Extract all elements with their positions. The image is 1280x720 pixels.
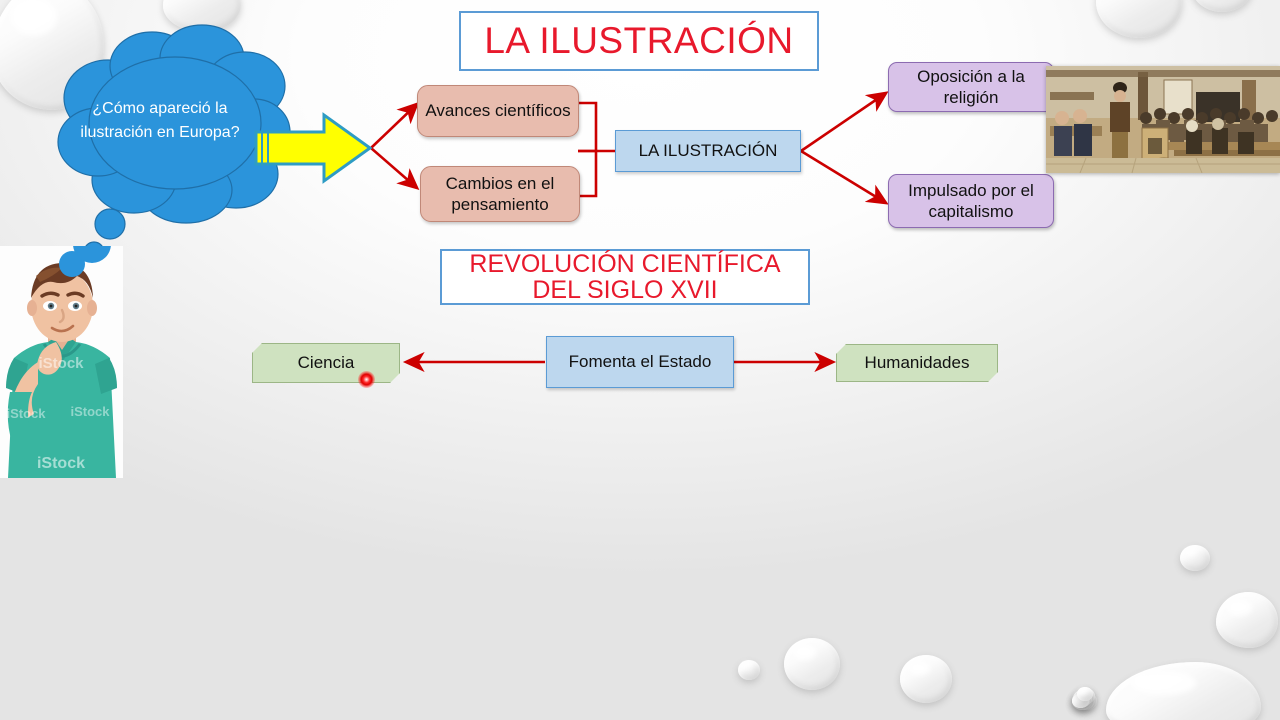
thought-bubble: ¿Cómo apareció la ilustración en Europa? xyxy=(40,24,291,263)
droplet-decoration xyxy=(900,655,952,703)
node-label: Cambios en el pensamiento xyxy=(445,173,555,214)
connector-arrow-to-capitalismo xyxy=(800,149,889,205)
node-label: Fomenta el Estado xyxy=(568,352,712,372)
node-impulsado-capitalismo[interactable]: Impulsado por el capitalismo xyxy=(888,174,1054,228)
node-oposicion-religion[interactable]: Oposición a la religión xyxy=(888,62,1054,112)
connector-bracket-upper xyxy=(578,101,598,153)
section-title-line-2: DEL SIGLO XVII xyxy=(532,276,718,304)
svg-text:iStock: iStock xyxy=(6,406,46,421)
person-illustration: iStock iStock iStock iStock xyxy=(0,246,123,478)
painting-image xyxy=(1046,66,1280,173)
connector-arrow-to-cambios xyxy=(370,147,420,191)
droplet-decoration xyxy=(1180,545,1210,571)
node-label: Avances científicos xyxy=(425,101,571,121)
droplet-decoration xyxy=(738,660,760,680)
node-cambios-pensamiento[interactable]: Cambios en el pensamiento xyxy=(420,166,580,222)
painting-artwork xyxy=(1046,66,1280,173)
section-title: REVOLUCIÓN CIENTÍFICA DEL SIGLO XVII xyxy=(440,249,810,305)
svg-text:iStock: iStock xyxy=(37,455,85,472)
node-fomenta-estado[interactable]: Fomenta el Estado xyxy=(546,336,734,388)
yellow-block-arrow xyxy=(254,112,373,184)
node-label: Humanidades xyxy=(864,353,970,373)
droplet-decoration xyxy=(1106,662,1261,720)
connector-arrow-to-avances xyxy=(370,101,420,149)
node-ciencia[interactable]: Ciencia xyxy=(252,343,400,383)
section-title-line-1: REVOLUCIÓN CIENTÍFICA xyxy=(469,249,781,278)
droplet-decoration xyxy=(1077,687,1093,701)
svg-text:iStock: iStock xyxy=(70,404,110,419)
connector-bracket-lower xyxy=(578,149,598,198)
droplet-decoration xyxy=(1191,0,1253,12)
laser-pointer-dot xyxy=(358,371,375,388)
thought-bubble-shape xyxy=(57,24,291,263)
node-label: Oposición a la religión xyxy=(917,66,1025,107)
thinking-man-artwork: iStock iStock iStock iStock xyxy=(0,246,123,478)
node-avances-cientificos[interactable]: Avances científicos xyxy=(417,85,579,137)
droplet-decoration xyxy=(1216,592,1278,648)
node-label: LA ILUSTRACIÓN xyxy=(638,141,778,161)
droplet-decoration xyxy=(1096,0,1182,38)
node-humanidades[interactable]: Humanidades xyxy=(836,344,998,382)
node-la-ilustracion[interactable]: LA ILUSTRACIÓN xyxy=(615,130,801,172)
svg-text:iStock: iStock xyxy=(38,355,84,372)
page-title: LA ILUSTRACIÓN xyxy=(459,11,819,71)
droplet-decoration xyxy=(784,638,840,690)
node-label: Ciencia xyxy=(297,353,355,373)
connector-arrow-to-oposicion xyxy=(800,91,889,153)
thought-bubble-text: ¿Cómo apareció la ilustración en Europa? xyxy=(80,100,240,141)
node-label: Impulsado por el capitalismo xyxy=(908,180,1034,221)
